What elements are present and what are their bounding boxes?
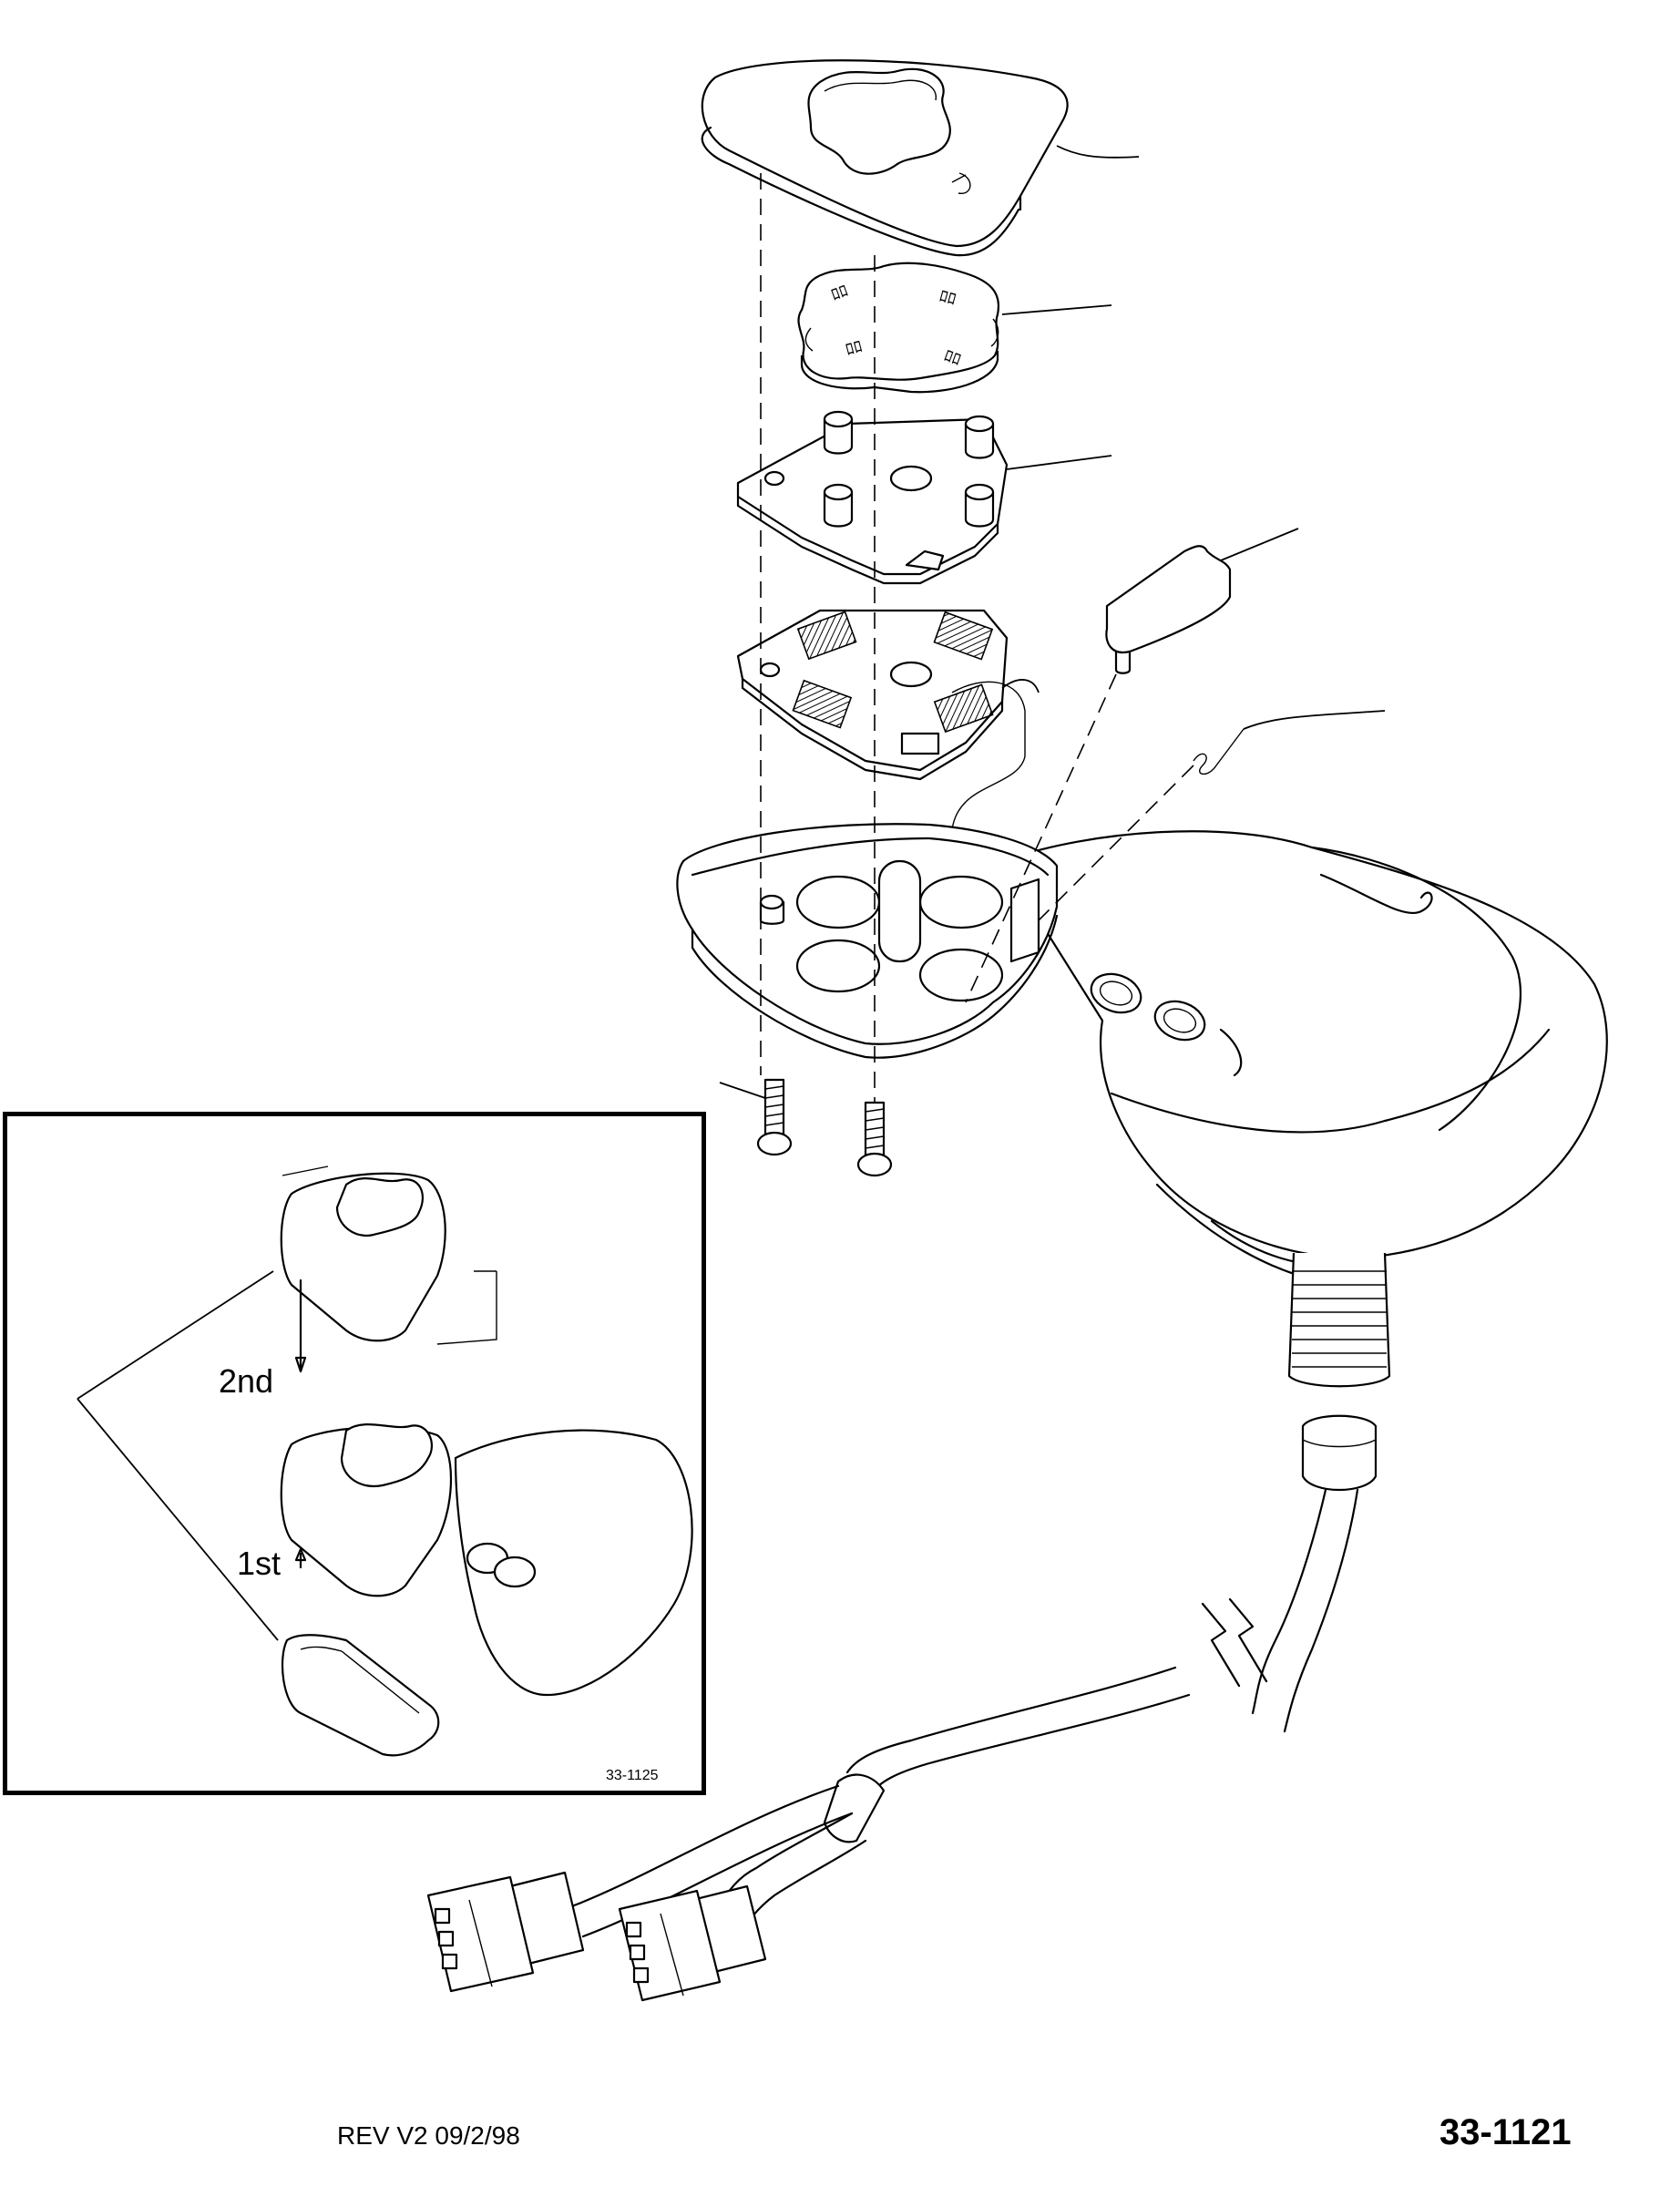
screw [719, 1078, 793, 1156]
alignment-line [965, 673, 1117, 1003]
step-second-label: 2nd [219, 1362, 273, 1400]
cable [563, 1488, 1359, 1938]
rubber-boot [1287, 1252, 1391, 1491]
svg-text:ﾛﾛ: ﾛﾛ [937, 287, 958, 309]
base-housing [676, 823, 1059, 1059]
cable-connector [426, 1871, 585, 1993]
inset-cover-removed [280, 1165, 497, 1373]
step-first-label: 1st [237, 1545, 281, 1582]
svg-text:ﾛﾛ: ﾛﾛ [942, 346, 964, 369]
rubber-keypad: ﾛﾛ ﾛﾛ ﾛﾛ ﾛﾛ [797, 262, 1112, 394]
keypad-post [823, 410, 854, 455]
revision-label: REV V2 09/2/98 [337, 2121, 520, 2150]
screw [856, 1101, 893, 1177]
keypad-post [964, 415, 995, 459]
keypad-post [823, 483, 854, 528]
joystick-grip [1000, 830, 1608, 1287]
cable-connector [618, 1884, 767, 2002]
spacer-plate [736, 410, 1112, 585]
alignment-line [1038, 765, 1194, 921]
keypad-post [964, 483, 995, 528]
circuit-board [736, 609, 1040, 889]
inset-leader-line [77, 1398, 279, 1641]
svg-text:ﾛﾛ: ﾛﾛ [844, 337, 865, 359]
spring [1193, 710, 1386, 775]
svg-text:ﾛﾛ: ﾛﾛ [829, 282, 851, 304]
inset-trigger-cover [281, 1634, 440, 1757]
trigger-lever [1105, 528, 1299, 674]
figure-number: 33-1121 [1439, 2112, 1572, 2152]
inset-figure-number: 33-1125 [606, 1768, 659, 1783]
inset-assembled-unit [280, 1423, 693, 1697]
inset-leader-line [77, 1270, 274, 1400]
top-cover-plate [701, 59, 1140, 257]
